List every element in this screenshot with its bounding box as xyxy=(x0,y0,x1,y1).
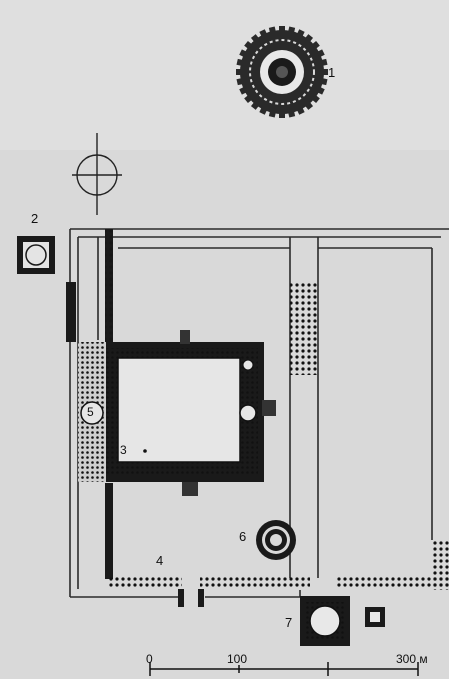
label-7: 7 xyxy=(285,615,293,630)
square-pavilion-7 xyxy=(300,596,350,646)
cog-tooth xyxy=(279,112,285,118)
cog-tooth xyxy=(268,26,277,34)
cog-tooth xyxy=(239,49,248,58)
cog-tooth xyxy=(250,101,260,110)
cog-tooth xyxy=(236,69,242,75)
cog-tooth xyxy=(287,110,296,118)
column-field-north xyxy=(290,283,318,375)
round-temple-6 xyxy=(256,520,296,560)
cog-tooth xyxy=(239,86,248,95)
cog-tooth xyxy=(296,29,305,38)
cog-tooth xyxy=(296,106,305,115)
cog-tooth xyxy=(244,94,253,104)
outer-enclosure xyxy=(69,228,449,598)
cog-tooth xyxy=(236,58,244,67)
label-4: 4 xyxy=(156,553,164,568)
scale-bar xyxy=(149,662,419,676)
cog-tooth xyxy=(236,77,244,86)
small-kiosk xyxy=(365,607,385,627)
left-colonnade-wall xyxy=(66,229,113,579)
cog-tooth xyxy=(322,69,328,75)
label-3: 3 xyxy=(120,443,127,457)
cog-tooth xyxy=(311,40,320,50)
paper-lighter-top xyxy=(0,0,449,150)
cog-tooth xyxy=(304,101,314,110)
scale-tick-300: 300 м xyxy=(396,652,428,666)
south-colonnade xyxy=(108,540,449,607)
scale-tick-0: 0 xyxy=(146,652,153,666)
north-compass-icon xyxy=(72,133,122,215)
cog-tooth xyxy=(320,58,328,67)
inner-courtyard-forum xyxy=(78,330,276,496)
cog-tooth xyxy=(320,77,328,86)
cog-tooth xyxy=(259,106,268,115)
cog-tooth xyxy=(316,49,325,58)
cog-tooth xyxy=(316,86,325,95)
label-2: 2 xyxy=(31,211,39,226)
cog-tooth xyxy=(259,29,268,38)
cog-tooth xyxy=(244,40,253,50)
scale-tick-100: 100 xyxy=(227,652,248,666)
round-monument-1 xyxy=(236,26,328,118)
label-5: 5 xyxy=(87,405,94,419)
label-1: 1 xyxy=(328,65,336,80)
cog-tooth xyxy=(287,26,296,34)
cog-tooth xyxy=(279,26,285,32)
label-6: 6 xyxy=(239,529,247,544)
cog-tooth xyxy=(311,94,320,104)
cog-tooth xyxy=(268,110,277,118)
cog-tooth xyxy=(250,34,260,43)
square-pavilion-2 xyxy=(17,236,55,274)
cog-tooth xyxy=(304,34,314,43)
